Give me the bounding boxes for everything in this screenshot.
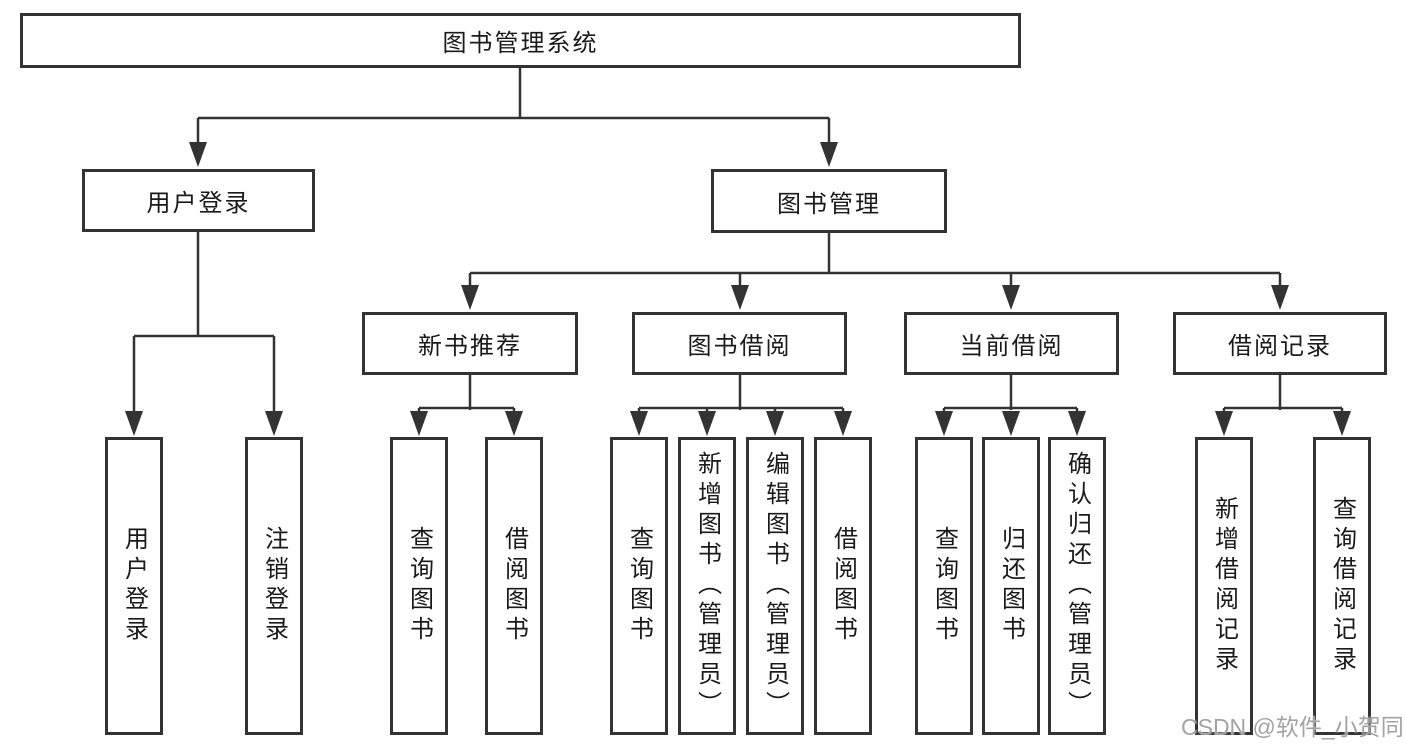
- node-new-book-recommendation: 新书推荐: [362, 312, 578, 375]
- node-label: 借阅图书: [500, 526, 528, 646]
- node-library-management-system: 图书管理系统: [20, 13, 1021, 68]
- node-label: 借阅记录: [1228, 333, 1332, 360]
- node-book-borrowing: 图书借阅: [632, 312, 847, 375]
- leaf-confirm-return-admin: 确认归还（管理员）: [1048, 437, 1106, 735]
- node-borrowing-records: 借阅记录: [1173, 312, 1387, 375]
- arrowheads: [125, 142, 1351, 436]
- node-label: 编辑图书（管理员）: [761, 451, 789, 721]
- node-label: 确认归还（管理员）: [1063, 451, 1091, 721]
- node-label: 查询借阅记录: [1328, 496, 1356, 676]
- node-book-management: 图书管理: [711, 169, 947, 233]
- node-label: 用户登录: [146, 190, 251, 217]
- leaf-user-login: 用户登录: [105, 437, 163, 735]
- node-label: 用户登录: [120, 526, 148, 646]
- node-label: 查询图书: [625, 526, 653, 646]
- node-label: 图书管理系统: [442, 30, 599, 57]
- csdn-watermark: CSDN @软件_小贺同学: [1181, 714, 1405, 740]
- node-label: 新增借阅记录: [1210, 496, 1238, 676]
- leaf-return-books: 归还图书: [982, 437, 1040, 735]
- leaf-query-books-borrowing: 查询图书: [610, 437, 668, 735]
- leaf-borrow-books: 借阅图书: [814, 437, 872, 735]
- node-label: 图书借阅: [687, 333, 792, 360]
- leaf-add-book-admin: 新增图书（管理员）: [678, 437, 736, 735]
- node-label: 当前借阅: [959, 333, 1064, 360]
- node-label: 借阅图书: [829, 526, 857, 646]
- leaf-add-borrow-record: 新增借阅记录: [1195, 437, 1253, 735]
- leaf-borrow-books-recommend: 借阅图书: [485, 437, 543, 735]
- node-label: 查询图书: [405, 526, 433, 646]
- node-label: 新书推荐: [418, 333, 522, 360]
- node-label: 注销登录: [260, 526, 288, 646]
- leaf-query-borrow-record: 查询借阅记录: [1313, 437, 1371, 735]
- node-user-login: 用户登录: [82, 169, 315, 232]
- node-label: 归还图书: [997, 526, 1025, 646]
- leaf-query-books-current: 查询图书: [915, 437, 973, 735]
- leaf-edit-book-admin: 编辑图书（管理员）: [746, 437, 804, 735]
- leaf-logout: 注销登录: [245, 437, 303, 735]
- node-label: 查询图书: [930, 526, 958, 646]
- node-current-borrowing: 当前借阅: [904, 312, 1119, 375]
- node-label: 图书管理: [777, 190, 881, 218]
- leaf-query-books-recommend: 查询图书: [390, 437, 448, 735]
- node-label: 新增图书（管理员）: [693, 451, 721, 721]
